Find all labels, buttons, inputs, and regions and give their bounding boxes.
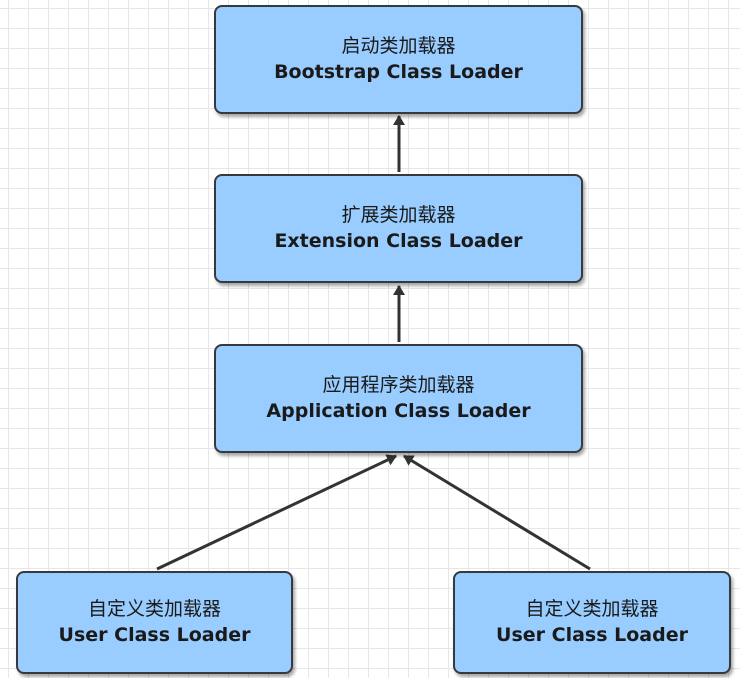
node-label-en: Bootstrap Class Loader xyxy=(274,60,523,83)
node-label-en: User Class Loader xyxy=(58,623,251,646)
node-user-class-loader-left: 自定义类加载器 User Class Loader xyxy=(16,571,293,674)
node-bootstrap-class-loader: 启动类加载器 Bootstrap Class Loader xyxy=(214,5,583,114)
node-label-zh: 自定义类加载器 xyxy=(87,597,221,620)
node-label-en: Extension Class Loader xyxy=(274,229,523,252)
node-label-zh: 启动类加载器 xyxy=(341,34,456,57)
edge-user-2-to-application xyxy=(403,454,591,571)
node-label-zh: 应用程序类加载器 xyxy=(322,373,475,396)
node-extension-class-loader: 扩展类加载器 Extension Class Loader xyxy=(214,174,583,283)
node-label-en: User Class Loader xyxy=(496,623,688,646)
node-label-zh: 扩展类加载器 xyxy=(341,203,456,226)
edge-user-1-to-application xyxy=(156,454,397,571)
node-user-class-loader-right: 自定义类加载器 User Class Loader xyxy=(453,571,731,674)
node-application-class-loader: 应用程序类加载器 Application Class Loader xyxy=(214,344,583,453)
node-label-en: Application Class Loader xyxy=(266,399,531,422)
node-label-zh: 自定义类加载器 xyxy=(525,597,659,620)
